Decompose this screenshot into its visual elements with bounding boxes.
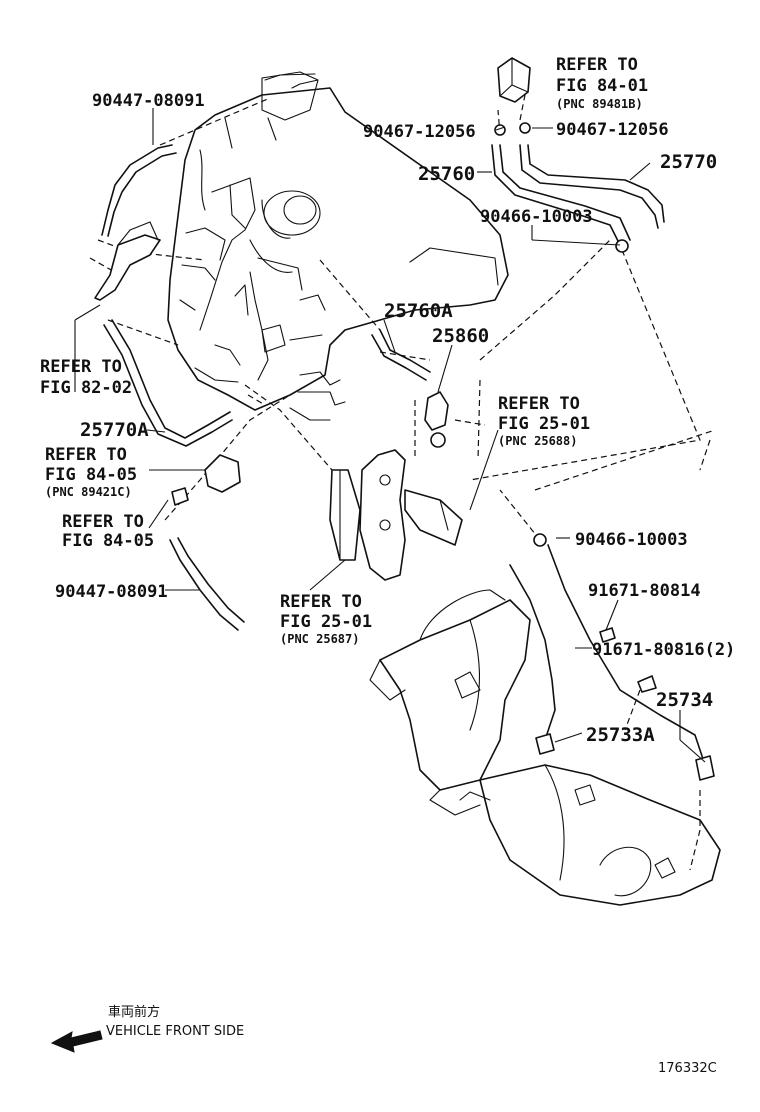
small-parts <box>94 57 715 781</box>
leader-lines <box>74 108 706 763</box>
engine-block-drawing <box>167 71 509 421</box>
part-label-25770A: 25770A <box>80 419 149 441</box>
part-label-90466-top: 90466-10003 <box>480 207 593 227</box>
direction-label-jp: 車両前方 <box>108 1004 160 1020</box>
pnc-ref-line: (PNC 25688) <box>498 434 577 448</box>
part-label-25734: 25734 <box>656 689 713 711</box>
refer-to-line: REFER TO <box>45 445 127 465</box>
refer-to-line: REFER TO <box>280 592 362 612</box>
arrow-left-icon <box>50 1030 103 1053</box>
refer-to-line: REFER TO <box>498 394 580 414</box>
pnc-ref-line: (PNC 89481B) <box>556 97 643 111</box>
fig-ref-line: FIG 25-01 <box>280 612 372 632</box>
callout-refer-25-01-lower: REFER TO FIG 25-01 (PNC 25687) <box>280 592 372 646</box>
callout-refer-84-05-lower: REFER TO FIG 84-05 <box>62 512 154 551</box>
vehicle-front-direction: 車両前方 VEHICLE FRONT SIDE <box>50 1004 244 1053</box>
fig-ref-line: FIG 84-05 <box>62 531 154 551</box>
part-label-90467-right: 90467-12056 <box>556 120 669 140</box>
fig-ref-line: FIG 25-01 <box>498 414 590 434</box>
callout-refer-25-01-upper: REFER TO FIG 25-01 (PNC 25688) <box>498 394 590 448</box>
callout-refer-84-01: REFER TO FIG 84-01 (PNC 89481B) <box>556 55 648 111</box>
direction-label-en: VEHICLE FRONT SIDE <box>106 1024 244 1039</box>
part-label-91671-80816: 91671-80816(2) <box>592 640 735 660</box>
part-label-25770: 25770 <box>660 151 717 173</box>
part-label-91671-80814: 91671-80814 <box>588 581 701 601</box>
callout-refer-84-05-upper: REFER TO FIG 84-05 (PNC 89421C) <box>45 445 137 499</box>
part-label-90447-bottom: 90447-08091 <box>55 582 168 602</box>
part-label-90467-left: 90467-12056 <box>363 122 476 142</box>
part-label-25760A: 25760A <box>384 300 453 322</box>
hoses-and-pipes <box>101 144 706 766</box>
catalytic-converter-upper <box>369 589 531 816</box>
fig-ref-line: FIG 82-02 <box>40 378 132 398</box>
fig-ref-line: FIG 84-05 <box>45 465 137 485</box>
part-label-90447-top: 90447-08091 <box>92 91 205 111</box>
refer-to-line: REFER TO <box>40 357 122 377</box>
refer-to-line: REFER TO <box>62 512 144 532</box>
part-label-25733A: 25733A <box>586 724 655 746</box>
fig-ref-line: FIG 84-01 <box>556 76 648 96</box>
brackets <box>329 449 463 581</box>
part-label-25860: 25860 <box>432 325 489 347</box>
part-label-25760: 25760 <box>418 163 475 185</box>
callout-refer-82-02: REFER TO FIG 82-02 <box>40 357 132 398</box>
figure-id: 176332C <box>658 1061 717 1076</box>
catalytic-converter-lower <box>459 764 721 906</box>
refer-to-line: REFER TO <box>556 55 638 75</box>
part-label-90466-mid: 90466-10003 <box>575 530 688 550</box>
pnc-ref-line: (PNC 25687) <box>280 632 359 646</box>
pnc-ref-line: (PNC 89421C) <box>45 485 132 499</box>
